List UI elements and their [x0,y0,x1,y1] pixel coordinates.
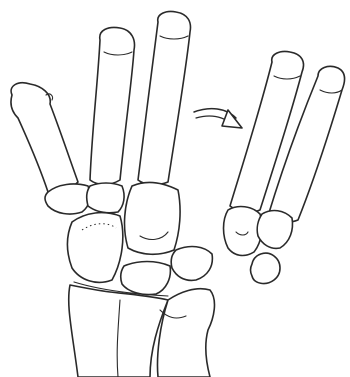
detail-carpal-right [257,211,292,249]
left-hand-skeleton [11,11,215,377]
detail-round-carpal [251,253,281,283]
transition-arrow [194,109,242,128]
lunate-bone [121,262,171,295]
detail-view [224,51,345,283]
trapezoid-bone [87,183,124,213]
triquetrum-bone [171,247,212,281]
detail-carpal-left [224,207,263,256]
trapezium-bone [45,184,90,214]
index-metacarpal [90,28,134,185]
scaphoid-bone [68,213,123,283]
thumb-metacarpal [11,83,78,194]
arrow-head [222,110,242,128]
capitate-bone [125,183,181,255]
